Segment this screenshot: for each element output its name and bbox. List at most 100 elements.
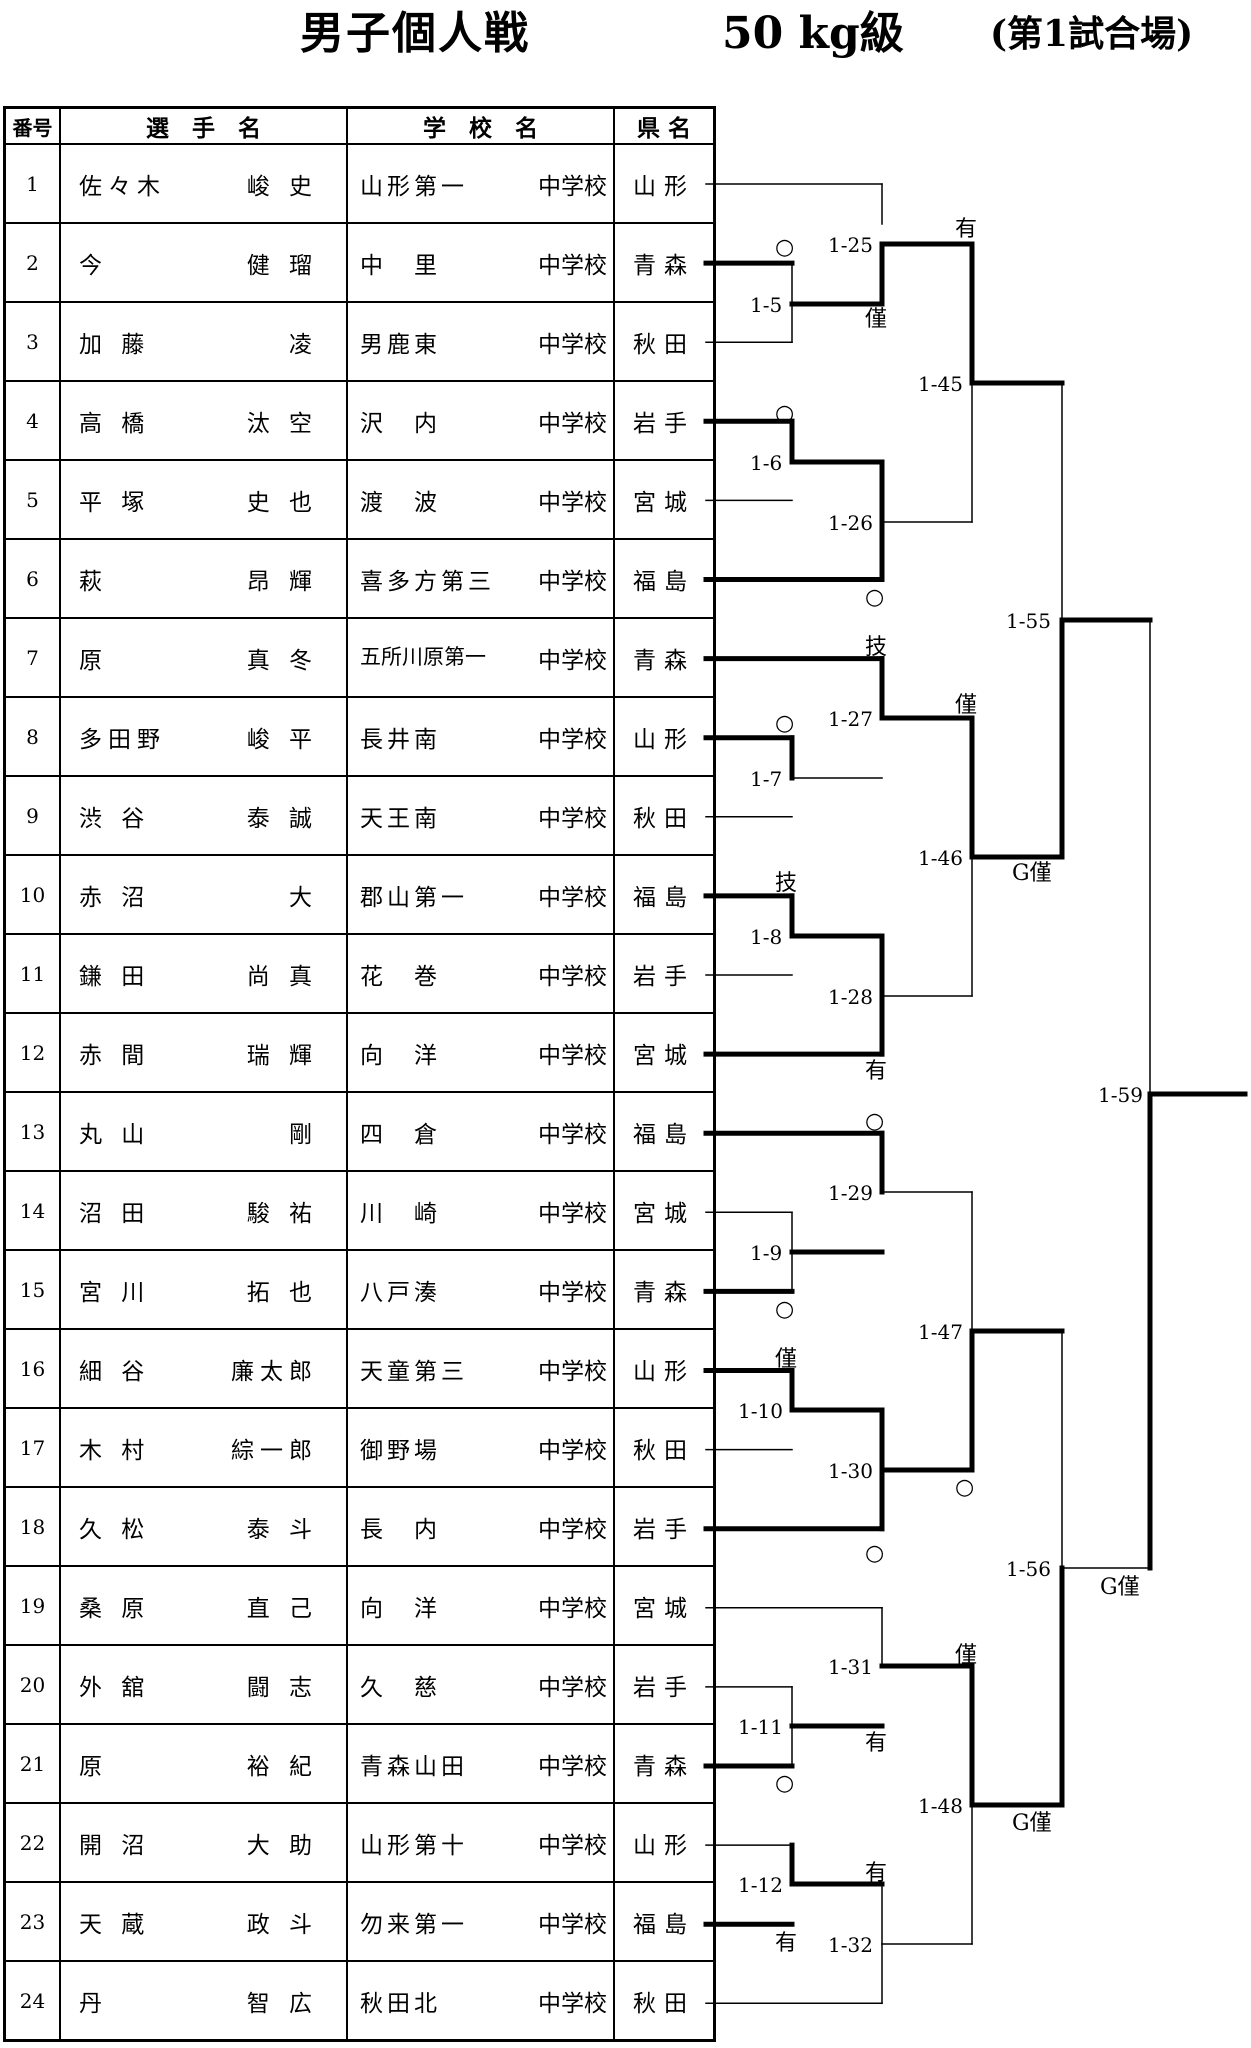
prefecture: 秋田 bbox=[613, 1960, 716, 2042]
player-given-name: 綜一郎 bbox=[231, 1437, 318, 1464]
school-suffix: 中学校 bbox=[538, 410, 607, 437]
player-name: 多田野峻 平 bbox=[59, 696, 348, 777]
player-given-name: 智 広 bbox=[246, 1990, 318, 2017]
prefecture: 福島 bbox=[613, 854, 716, 935]
match-result-1-29: ○ bbox=[865, 1109, 884, 1134]
school-base-name: 川 崎 bbox=[360, 1200, 441, 1227]
match-result-1-11: ○ bbox=[775, 1771, 794, 1796]
school-suffix: 中学校 bbox=[538, 726, 607, 753]
player-name: 平 塚史 也 bbox=[59, 459, 348, 540]
player-name: 開 沼大 助 bbox=[59, 1802, 348, 1883]
player-family-name: 原 bbox=[79, 647, 108, 674]
player-name: 久 松泰 斗 bbox=[59, 1486, 348, 1567]
roster-header-row: 番号 選 手 名 学 校 名 県 名 bbox=[3, 106, 716, 145]
match-result-1-32: 有 bbox=[865, 1861, 887, 1886]
player-family-name: 赤 沼 bbox=[79, 884, 151, 911]
school-base-name: 八戸湊 bbox=[360, 1279, 441, 1306]
player-family-name: 外 舘 bbox=[79, 1674, 151, 1701]
player-name: 沼 田駿 祐 bbox=[59, 1170, 348, 1251]
school-suffix: 中学校 bbox=[538, 489, 607, 516]
player-given-name: 大 助 bbox=[246, 1832, 318, 1859]
school-suffix: 中学校 bbox=[538, 1121, 607, 1148]
player-number: 20 bbox=[3, 1644, 61, 1725]
player-name: 加 藤凌 bbox=[59, 301, 348, 382]
player-given-name: 健 瑠 bbox=[246, 252, 318, 279]
school-name: 五所川原第一中学校 bbox=[346, 617, 615, 698]
match-number-1-59: 1-59 bbox=[1098, 1083, 1143, 1107]
player-family-name: 久 松 bbox=[79, 1516, 151, 1543]
player-number: 4 bbox=[3, 380, 61, 461]
player-given-name: 汰 空 bbox=[246, 410, 318, 437]
player-number: 5 bbox=[3, 459, 61, 540]
match-result-1-12: 有 bbox=[775, 1931, 797, 1956]
player-given-name: 駿 祐 bbox=[246, 1200, 318, 1227]
match-number-1-25: 1-25 bbox=[828, 233, 873, 257]
school-base-name: 沢 内 bbox=[360, 410, 441, 437]
school-base-name: 五所川原第一 bbox=[360, 644, 486, 669]
player-name: 渋 谷泰 誠 bbox=[59, 775, 348, 856]
player-family-name: 丹 bbox=[79, 1990, 108, 2017]
school-base-name: 渡 波 bbox=[360, 489, 441, 516]
player-number: 1 bbox=[3, 143, 61, 224]
school-base-name: 中 里 bbox=[360, 252, 441, 279]
player-family-name: 赤 間 bbox=[79, 1042, 151, 1069]
player-name: 外 舘闘 志 bbox=[59, 1644, 348, 1725]
prefecture: 秋田 bbox=[613, 775, 716, 856]
school-suffix: 中学校 bbox=[538, 252, 607, 279]
prefecture: 宮城 bbox=[613, 1565, 716, 1646]
player-given-name: 闘 志 bbox=[246, 1674, 318, 1701]
school-suffix: 中学校 bbox=[538, 1042, 607, 1069]
player-family-name: 高 橋 bbox=[79, 410, 151, 437]
school-base-name: 山形第十 bbox=[360, 1832, 468, 1859]
prefecture: 秋田 bbox=[613, 301, 716, 382]
player-name: 鎌 田尚 真 bbox=[59, 933, 348, 1014]
player-number: 23 bbox=[3, 1881, 61, 1962]
school-suffix: 中学校 bbox=[538, 1279, 607, 1306]
player-given-name: 真 冬 bbox=[246, 647, 318, 674]
player-name: 宮 川拓 也 bbox=[59, 1249, 348, 1330]
match-result-1-31: 有 bbox=[865, 1731, 887, 1756]
player-family-name: 細 谷 bbox=[79, 1358, 151, 1385]
header-number: 番号 bbox=[3, 106, 61, 145]
school-suffix: 中学校 bbox=[538, 173, 607, 200]
school-suffix: 中学校 bbox=[538, 1911, 607, 1938]
match-number-1-56: 1-56 bbox=[1006, 1557, 1051, 1581]
match-result-1-27: 技 bbox=[865, 635, 887, 660]
school-suffix: 中学校 bbox=[538, 1990, 607, 2017]
player-number: 6 bbox=[3, 538, 61, 619]
player-name: 丸 山剛 bbox=[59, 1091, 348, 1172]
player-number: 10 bbox=[3, 854, 61, 935]
prefecture: 青森 bbox=[613, 1249, 716, 1330]
match-number-1-31: 1-31 bbox=[828, 1655, 873, 1679]
school-suffix: 中学校 bbox=[538, 1200, 607, 1227]
prefecture: 岩手 bbox=[613, 933, 716, 1014]
school-name: 川 崎 中学校 bbox=[346, 1170, 615, 1251]
school-name: 秋田北中学校 bbox=[346, 1960, 615, 2042]
match-result-1-6: ○ bbox=[775, 401, 794, 426]
player-given-name: 泰 斗 bbox=[246, 1516, 318, 1543]
school-name: 中 里 中学校 bbox=[346, 222, 615, 303]
school-name: 山形第一中学校 bbox=[346, 143, 615, 224]
school-base-name: 青森山田 bbox=[360, 1753, 468, 1780]
school-base-name: 向 洋 bbox=[360, 1042, 441, 1069]
school-suffix: 中学校 bbox=[538, 1595, 607, 1622]
player-number: 21 bbox=[3, 1723, 61, 1804]
match-number-1-5: 1-5 bbox=[750, 293, 782, 317]
school-suffix: 中学校 bbox=[538, 568, 607, 595]
prefecture: 岩手 bbox=[613, 1644, 716, 1725]
school-name: 花 巻中学校 bbox=[346, 933, 615, 1014]
player-given-name: 峻 平 bbox=[246, 726, 318, 753]
match-result-1-9: ○ bbox=[775, 1297, 794, 1322]
